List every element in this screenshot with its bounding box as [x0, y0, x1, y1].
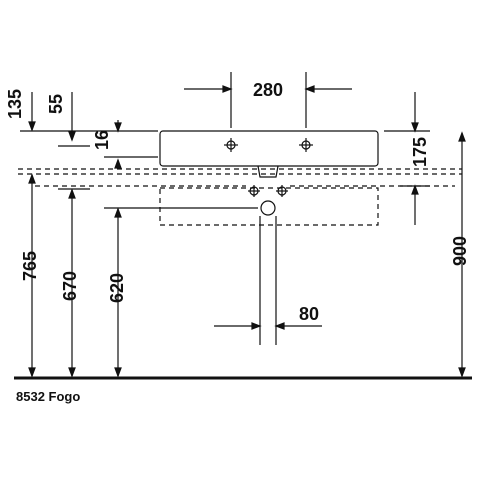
dashed-counter — [18, 168, 462, 226]
dim-top-width — [184, 72, 352, 128]
label-55: 55 — [46, 94, 66, 114]
product-caption: 8532 Fogo — [16, 389, 80, 404]
tap-hole-left — [224, 138, 238, 152]
label-765: 765 — [20, 251, 40, 281]
label-16: 16 — [92, 130, 112, 150]
label-900: 900 — [450, 236, 470, 266]
dim-height-900 — [458, 131, 466, 378]
label-135: 135 — [5, 89, 25, 119]
dim-height-765 — [28, 173, 36, 378]
dim-bottom-80 — [214, 322, 322, 330]
label-175: 175 — [410, 137, 430, 167]
label-80: 80 — [299, 304, 319, 324]
dim-height-670 — [58, 188, 90, 378]
tap-hole-right — [299, 138, 313, 152]
dim-right-depth — [384, 92, 430, 225]
dim-height-620 — [104, 207, 258, 378]
basin-outline — [159, 130, 379, 167]
label-670: 670 — [60, 271, 80, 301]
label-280: 280 — [253, 80, 283, 100]
drain-outlet — [257, 165, 279, 178]
dim-top-left — [20, 92, 158, 169]
supply-connections — [248, 185, 288, 216]
label-620: 620 — [107, 273, 127, 303]
